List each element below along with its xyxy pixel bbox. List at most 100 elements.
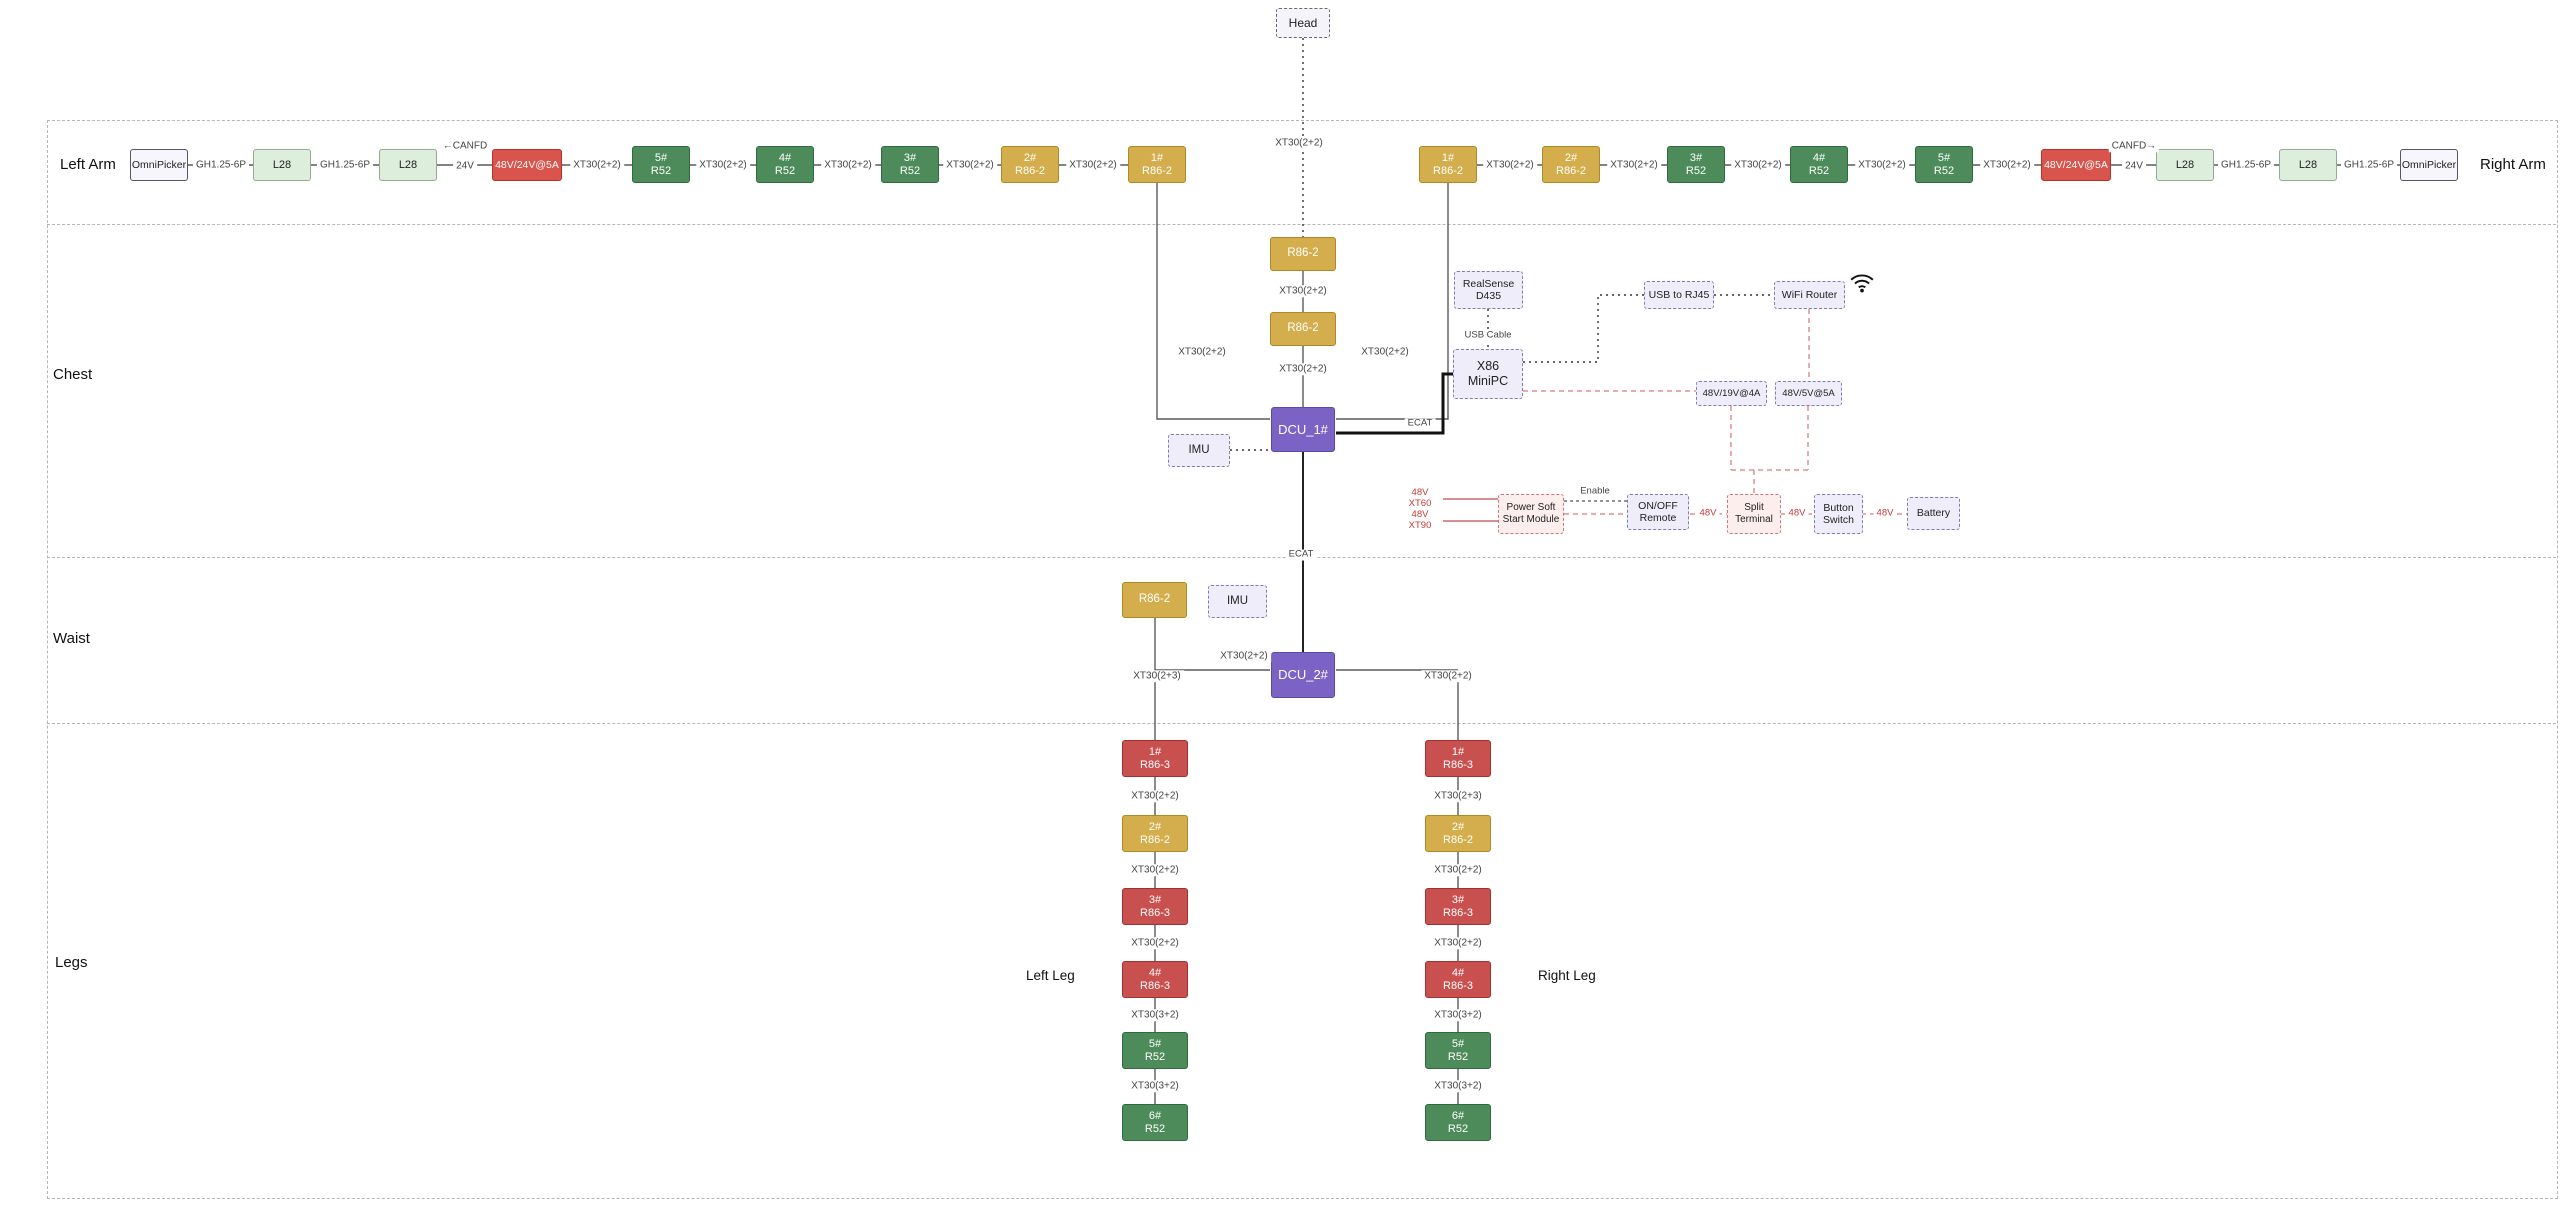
left-leg-label: Left Leg xyxy=(1026,968,1075,983)
converter-48v-19v-node: 48V/19V@4A xyxy=(1696,381,1767,406)
left-leg-link-label-4: XT30(3+2) xyxy=(1128,1009,1182,1021)
section-label-chest: Chest xyxy=(53,366,93,383)
dcu2-node: DCU_2# xyxy=(1271,652,1335,698)
v48-label-2: 48V xyxy=(1785,508,1809,520)
chest-r86-mid-node: R86-2 xyxy=(1270,312,1336,346)
right-leg-motor-6-node: 6#R52 xyxy=(1425,1104,1491,1141)
section-label-left-arm: Left Arm xyxy=(60,156,116,173)
right-leg-link-label-1: XT30(2+3) xyxy=(1431,790,1485,802)
chest-imu-node: IMU xyxy=(1168,434,1230,467)
left-leg-link-label-1: XT30(2+2) xyxy=(1128,790,1182,802)
chest-link-label-1: XT30(2+2) xyxy=(1276,285,1330,297)
section-label-legs: Legs xyxy=(55,954,88,971)
wifi-router-node: WiFi Router xyxy=(1774,281,1845,309)
divider-arms-chest xyxy=(47,224,2556,225)
left-arm-gh-link-label-1: GH1.25-6P xyxy=(192,159,250,171)
right-arm-xt-link-label-3: XT30(2+2) xyxy=(1731,159,1785,171)
left-leg-link-label-3: XT30(2+2) xyxy=(1128,937,1182,949)
left-arm-motor-3-node: 3#R52 xyxy=(881,146,939,183)
usb-to-rj45-node: USB to RJ45 xyxy=(1644,281,1714,309)
left-arm-xt-link-label-3: XT30(2+2) xyxy=(821,159,875,171)
left-arm-gh-link-label-2: GH1.25-6P xyxy=(316,159,374,171)
left-arm-48v-24v-converter-node: 48V/24V@5A xyxy=(492,149,562,181)
canfd-right-arrow-icon: → xyxy=(2146,140,2157,152)
right-arm-gh-link-label-2: GH1.25-6P xyxy=(2340,159,2398,171)
left-leg-motor-4-node: 4#R86-3 xyxy=(1122,961,1188,998)
chest-r86-top-node: R86-2 xyxy=(1270,237,1336,271)
chest-link-label-2: XT30(2+2) xyxy=(1276,363,1330,375)
right-arm-xt-link-label-2: XT30(2+2) xyxy=(1607,159,1661,171)
right-leg-link-label-3: XT30(2+2) xyxy=(1431,937,1485,949)
right-arm-motor-2-node: 2#R86-2 xyxy=(1542,146,1600,183)
right-leg-motor-1-node: 1#R86-3 xyxy=(1425,740,1491,777)
left-arm-motor-2-node: 2#R86-2 xyxy=(1001,146,1059,183)
left-arm-xt-link-label-2: XT30(2+2) xyxy=(696,159,750,171)
left-leg-motor-2-node: 2#R86-2 xyxy=(1122,815,1188,852)
right-leg-motor-3-node: 3#R86-3 xyxy=(1425,888,1491,925)
right-leg-link-label-2: XT30(2+2) xyxy=(1431,864,1485,876)
right-leg-motor-2-node: 2#R86-2 xyxy=(1425,815,1491,852)
diagram-outer-frame xyxy=(47,120,2558,1199)
ecat-label-x86: ECAT xyxy=(1404,418,1436,430)
left-arm-dcu-link-label: XT30(2+2) xyxy=(1175,346,1229,358)
left-leg-motor-3-node: 3#R86-3 xyxy=(1122,888,1188,925)
left-arm-motor-1-node: 1#R86-2 xyxy=(1128,146,1186,183)
wifi-icon xyxy=(1849,272,1875,299)
right-leg-motor-4-node: 4#R86-3 xyxy=(1425,961,1491,998)
left-arm-l28-node-1: L28 xyxy=(253,149,311,181)
left-leg-motor-1-node: 1#R86-3 xyxy=(1122,740,1188,777)
left-arm-canfd-label: ←CANFD xyxy=(439,140,491,152)
left-arm-xt-link-label-1: XT30(2+2) xyxy=(570,159,624,171)
section-label-right-arm: Right Arm xyxy=(2480,156,2546,173)
left-leg-link-label-5: XT30(3+2) xyxy=(1128,1080,1182,1092)
canfd-left-arrow-icon: ← xyxy=(442,140,453,152)
v48-label-1: 48V xyxy=(1696,508,1720,520)
right-arm-motor-1-node: 1#R86-2 xyxy=(1419,146,1477,183)
right-arm-48v-24v-converter-node: 48V/24V@5A xyxy=(2041,149,2111,181)
head-node: Head xyxy=(1276,8,1330,38)
left-arm-xt-link-label-5: XT30(2+2) xyxy=(1066,159,1120,171)
dcu1-node: DCU_1# xyxy=(1271,407,1335,452)
right-arm-omnipicker-node: OmniPicker xyxy=(2400,149,2458,181)
right-leg-label: Right Leg xyxy=(1538,968,1596,983)
right-arm-gh-link-label-1: GH1.25-6P xyxy=(2217,159,2275,171)
right-leg-link-label-5: XT30(3+2) xyxy=(1431,1080,1485,1092)
right-arm-l28-node-2: L28 xyxy=(2279,149,2337,181)
battery-node: Battery xyxy=(1907,497,1960,530)
right-arm-motor-5-node: 5#R52 xyxy=(1915,146,1973,183)
divider-waist-legs xyxy=(47,723,2556,724)
waist-r86-node: R86-2 xyxy=(1122,582,1187,618)
waist-left-leg-link-label: XT30(2+3) xyxy=(1130,670,1184,682)
waist-right-leg-link-label: XT30(2+2) xyxy=(1421,670,1475,682)
right-arm-motor-4-node: 4#R52 xyxy=(1790,146,1848,183)
waist-dcu-link-label: XT30(2+2) xyxy=(1217,650,1271,662)
enable-label: Enable xyxy=(1577,486,1613,498)
right-arm-xt-link-label-5: XT30(2+2) xyxy=(1980,159,2034,171)
right-leg-link-label-4: XT30(3+2) xyxy=(1431,1009,1485,1021)
right-arm-xt-link-label-4: XT30(2+2) xyxy=(1855,159,1909,171)
left-arm-xt-link-label-4: XT30(2+2) xyxy=(943,159,997,171)
v48-label-3: 48V xyxy=(1873,508,1897,520)
right-arm-motor-3-node: 3#R52 xyxy=(1667,146,1725,183)
right-arm-xt-link-label-1: XT30(2+2) xyxy=(1483,159,1537,171)
left-leg-motor-6-node: 6#R52 xyxy=(1122,1104,1188,1141)
right-arm-24v-label: 24V xyxy=(2122,160,2146,172)
usb-cable-label: USB Cable xyxy=(1461,330,1515,342)
left-arm-24v-label: 24V xyxy=(453,160,477,172)
head-link-label: XT30(2+2) xyxy=(1272,137,1326,149)
right-arm-l28-node-1: L28 xyxy=(2156,149,2214,181)
left-leg-motor-5-node: 5#R52 xyxy=(1122,1032,1188,1069)
right-arm-dcu-link-label: XT30(2+2) xyxy=(1358,346,1412,358)
left-arm-motor-4-node: 4#R52 xyxy=(756,146,814,183)
ecat-label-spine: ECAT xyxy=(1285,549,1317,561)
